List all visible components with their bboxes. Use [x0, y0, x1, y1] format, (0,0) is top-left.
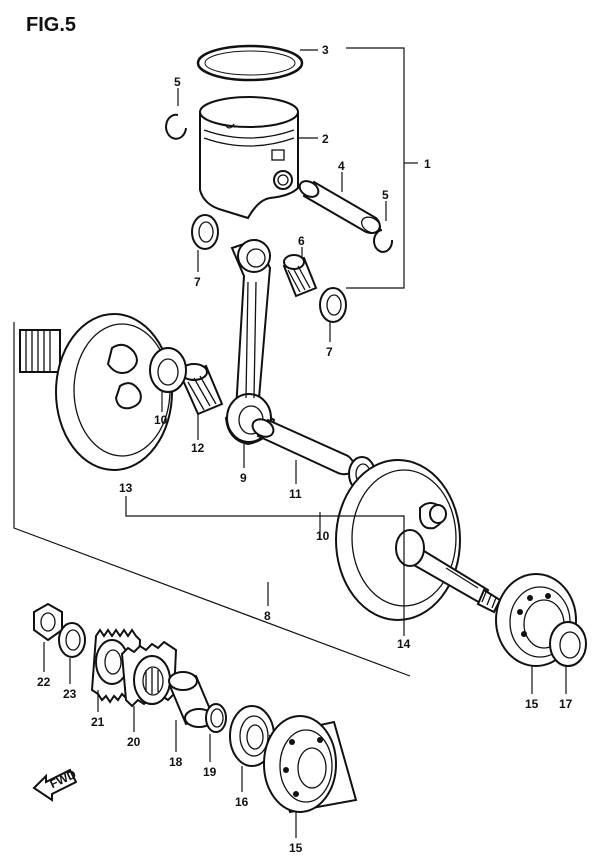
- crankshaft-left-half: [19, 313, 187, 471]
- label-part-20: 20: [127, 735, 141, 749]
- crankshaft-right-half: [319, 459, 502, 621]
- piston-assembly-bracket: [346, 47, 418, 289]
- label-part-19: 19: [203, 765, 217, 779]
- label-part-15-right: 15: [525, 697, 539, 711]
- piston: [199, 96, 318, 220]
- piston-pin-circlip-left: [165, 88, 187, 140]
- label-part-5-right: 5: [382, 188, 389, 202]
- label-part-12: 12: [191, 441, 205, 455]
- label-part-13: 13: [119, 481, 133, 495]
- piston-pin-circlip-right: [373, 201, 394, 253]
- crankshaft-assembly-bracket: [13, 322, 411, 677]
- label-part-6: 6: [298, 234, 305, 248]
- label-part-22: 22: [37, 675, 51, 689]
- label-part-2: 2: [322, 132, 329, 146]
- label-part-7-right: 7: [326, 345, 333, 359]
- big-end-bearing: [180, 363, 224, 440]
- label-part-15-left: 15: [289, 841, 303, 855]
- label-part-3: 3: [322, 43, 329, 57]
- connecting-rod: [224, 238, 276, 468]
- label-part-14: 14: [397, 637, 411, 651]
- small-end-bearing: [282, 247, 318, 298]
- thrust-washer-upper-right: [319, 287, 347, 342]
- label-part-7-left: 7: [194, 275, 201, 289]
- figure-title: FIG.5: [26, 14, 77, 36]
- crank-pin: [251, 418, 355, 484]
- label-part-8: 8: [264, 609, 271, 623]
- crankshaft-bearing-left: [263, 715, 358, 838]
- oil-seal-right: [549, 621, 587, 694]
- thrust-washer-upper-left: [191, 214, 219, 272]
- label-part-18: 18: [169, 755, 183, 769]
- label-part-10-right: 10: [316, 529, 330, 543]
- label-part-16: 16: [235, 795, 249, 809]
- oil-seal-left: [229, 705, 275, 792]
- label-part-11: 11: [289, 487, 302, 501]
- label-part-23: 23: [63, 687, 77, 701]
- crankshaft-nut: [33, 602, 63, 672]
- crankshaft-washer: [58, 622, 86, 684]
- piston-pin: [298, 172, 381, 235]
- label-part-4: 4: [338, 159, 345, 173]
- piston-ring: [196, 44, 318, 82]
- forward-arrow-icon: FWD: [32, 767, 79, 802]
- label-part-21: 21: [91, 715, 105, 729]
- primary-drive-gear-boss: [120, 640, 178, 732]
- label-part-10-left: 10: [154, 413, 168, 427]
- label-part-17: 17: [559, 697, 573, 711]
- label-part-5-left: 5: [174, 75, 181, 89]
- crankshaft-o-ring: [205, 703, 227, 762]
- label-part-1: 1: [424, 157, 431, 171]
- label-part-9: 9: [240, 471, 247, 485]
